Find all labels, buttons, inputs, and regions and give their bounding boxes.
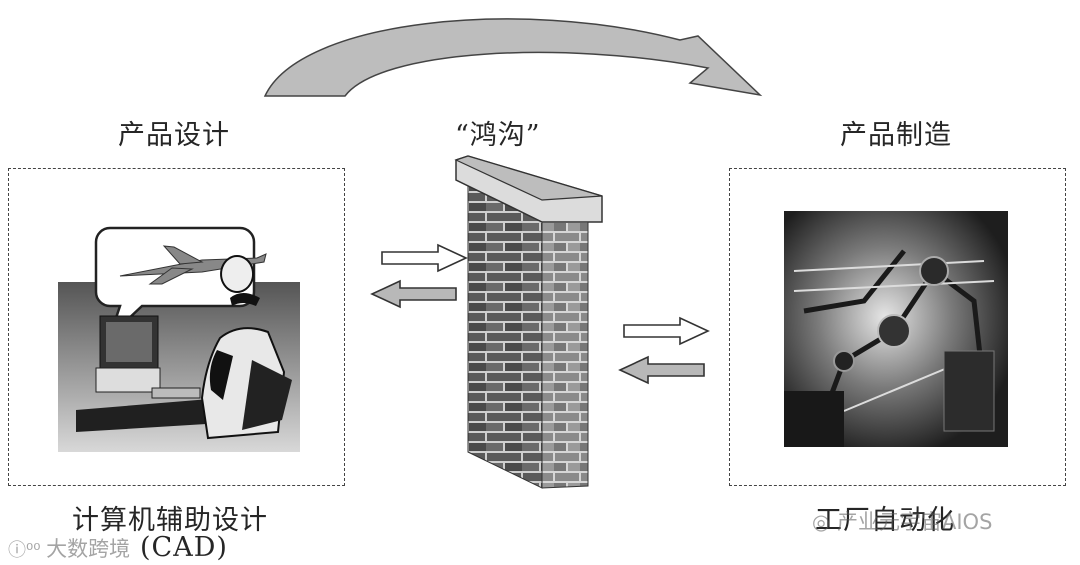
- wechat-icon: ◎: [812, 510, 837, 534]
- gap-label: “鸿沟”: [455, 120, 541, 151]
- factory-robot-photo: [784, 211, 1008, 447]
- arrow-left-from-wall: [370, 279, 457, 309]
- watermark-left: ⓘ⁰⁰ 大数跨境: [8, 533, 130, 563]
- arrow-left-to-wall: [618, 355, 705, 385]
- arrow-right-to-wall: [381, 243, 468, 273]
- watermark-left-text: 大数跨境: [46, 537, 131, 561]
- brick-wall: [454, 155, 603, 489]
- arrow-right-to-factory: [623, 316, 710, 346]
- manufacturing-label: 产品制造: [840, 120, 952, 151]
- watermark-logo-icon: ⓘ⁰⁰: [8, 540, 47, 561]
- watermark-right: ◎ 产业元宇宙AIOS: [812, 506, 992, 536]
- watermark-right-text: 产业元宇宙AIOS: [837, 510, 993, 534]
- design-box: [8, 168, 345, 486]
- cad-label-line2: (CAD): [140, 532, 228, 563]
- curved-flow-arrow: [263, 18, 763, 97]
- cad-workstation-illustration: [58, 226, 300, 452]
- factory-label: 工厂自动化: [815, 505, 955, 536]
- cad-label-line1: 计算机辅助设计: [72, 505, 268, 536]
- design-label: 产品设计: [118, 120, 230, 151]
- manufacturing-box: [729, 168, 1066, 486]
